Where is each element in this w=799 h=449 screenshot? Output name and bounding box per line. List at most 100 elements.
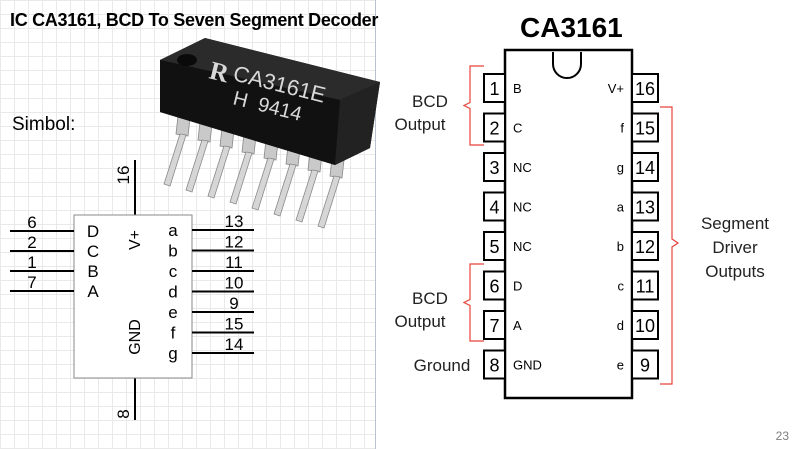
pin-name: B — [513, 81, 522, 96]
pin-number: 1 — [489, 79, 499, 99]
pin-number: 16 — [635, 79, 655, 99]
chip-leg-lower — [185, 139, 209, 193]
pin-name: NC — [513, 160, 532, 175]
pin-box — [631, 310, 659, 340]
pin-name: NC — [513, 239, 532, 254]
symbol-pin-number: 12 — [225, 233, 244, 252]
pin-box — [483, 270, 506, 301]
pinout-title: CA3161 — [520, 12, 623, 43]
pinout-brackets — [462, 65, 680, 385]
pin-number: 3 — [489, 158, 499, 178]
symbol-pin-number: 7 — [27, 273, 36, 292]
pin-box — [631, 73, 659, 103]
pin-name: g — [617, 160, 624, 175]
page-number: 23 — [775, 429, 789, 443]
pin-box — [631, 191, 659, 222]
chip-leg-lower — [229, 151, 253, 205]
symbol-pin-name: a — [168, 221, 178, 240]
pin-box — [483, 349, 506, 380]
symbol-pin-number: 9 — [229, 294, 238, 313]
pin-number: 11 — [636, 277, 655, 297]
chip-side-face — [335, 82, 380, 165]
bcd-output-label-bottom: Output — [394, 312, 445, 331]
symbol-label: Simbol: — [12, 114, 76, 135]
chip-leg-lower — [163, 133, 187, 187]
symbol-pin-name: b — [168, 242, 177, 261]
pin-box — [631, 349, 659, 380]
pin-number: 12 — [635, 237, 655, 257]
pin-name: A — [513, 318, 522, 333]
chip-leg-lower — [295, 169, 319, 223]
pin-number: 2 — [489, 119, 499, 139]
symbol-pin-name: C — [87, 242, 99, 261]
pin-box — [631, 270, 659, 301]
pin-number: 8 — [489, 356, 499, 376]
symbol-gnd: GND — [127, 319, 144, 355]
pin-box — [631, 152, 659, 182]
pin-number: 15 — [635, 119, 655, 139]
slide-title: IC CA3161, BCD To Seven Segment Decoder — [10, 10, 379, 30]
symbol-pin-number: 13 — [225, 212, 244, 231]
symbol-box — [73, 214, 193, 379]
pin-name: a — [617, 200, 625, 215]
pin-box — [483, 310, 506, 340]
symbol-bottom-pin: 8 — [114, 409, 133, 418]
symbol-pin-number: 10 — [225, 274, 244, 293]
pinout-side-labels: BCDOutputBCDOutputGroundSegmentDriverOut… — [394, 92, 769, 375]
chip-notch — [177, 54, 197, 66]
pin-box — [631, 231, 659, 261]
symbol-pin-name: c — [169, 262, 178, 281]
pin-box — [483, 191, 506, 222]
chip-leg-lower — [207, 145, 231, 199]
symbol-vplus: V+ — [127, 230, 144, 250]
symbol-pin-number: 15 — [225, 315, 244, 334]
pin-box — [483, 73, 506, 103]
symbol-pin-name: e — [168, 303, 177, 322]
symbol-top-pin: 16 — [114, 166, 133, 185]
symbol-pin-name: d — [168, 283, 177, 302]
chip-leg-lower — [273, 163, 297, 217]
bcd-output-label-top: BCD — [412, 92, 448, 111]
pin-number: 13 — [635, 198, 655, 218]
pin-number: 14 — [635, 158, 655, 178]
pin-name: e — [617, 358, 624, 373]
segment-driver-label: Outputs — [705, 262, 765, 281]
symbol-pin-name: D — [87, 222, 99, 241]
pin-box — [631, 112, 659, 143]
bcd-bracket — [462, 65, 484, 146]
pin-box — [483, 152, 506, 182]
pin-number: 9 — [640, 356, 650, 376]
symbol-pin-number: 6 — [27, 213, 36, 232]
pin-number: 6 — [489, 277, 499, 297]
bcd-output-label-top: Output — [394, 115, 445, 134]
symbol-pin-name: B — [87, 262, 98, 281]
pin-name: c — [618, 279, 625, 294]
chip-front-face — [160, 60, 340, 165]
pin-name: f — [620, 121, 624, 136]
bcd-output-label-bottom: BCD — [412, 289, 448, 308]
symbol-pin-name: f — [171, 324, 176, 343]
pin-number: 5 — [489, 237, 499, 257]
symbol-pin-name: g — [168, 344, 177, 363]
segment-driver-label: Segment — [701, 214, 769, 233]
pin-box — [483, 112, 506, 143]
pin-name: b — [617, 239, 624, 254]
symbol-pin-number: 14 — [225, 335, 244, 354]
segment-bracket — [660, 106, 680, 385]
segment-driver-label: Driver — [712, 238, 758, 257]
pin-name: C — [513, 121, 522, 136]
pin-name: GND — [513, 358, 542, 373]
symbol-pin-number: 2 — [27, 233, 36, 252]
pin-box — [483, 231, 506, 261]
symbol-pin-name: A — [87, 282, 99, 301]
pin-name: V+ — [608, 81, 624, 96]
pin-name: D — [513, 279, 522, 294]
pin-name: d — [617, 318, 624, 333]
